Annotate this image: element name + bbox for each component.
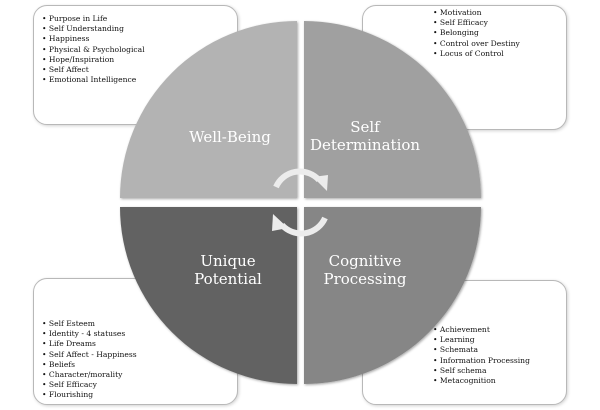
arrowhead-bottom-icon: [272, 214, 288, 231]
unique-potential-label: Unique Potential: [194, 252, 262, 288]
list-item: Metacognition: [433, 376, 566, 386]
list-item: Information Processing: [433, 356, 566, 366]
list-item: Self schema: [433, 366, 566, 376]
list-item: Belonging: [433, 28, 566, 38]
list-item: Achievement: [433, 325, 566, 335]
self-determination-label: Self Determination: [309, 118, 421, 154]
list-item: Schemata: [433, 345, 566, 355]
cognitive-processing-quadrant: [304, 207, 481, 384]
list-item: Physical & Psychological: [42, 45, 237, 55]
list-item: Character/morality: [42, 370, 237, 380]
list-item: Identity - 4 statuses: [42, 329, 237, 339]
list-item: Emotional Intelligence: [42, 75, 237, 85]
list-item: Life Dreams: [42, 339, 237, 349]
unique-potential-quadrant: [120, 207, 297, 384]
arrowhead-top-icon: [313, 175, 328, 191]
list-item: Self Understanding: [42, 24, 237, 34]
list-item: Control over Destiny: [433, 39, 566, 49]
list-item: Motivation: [433, 8, 566, 18]
list-item: Flourishing: [42, 390, 237, 400]
list-item: Hope/Inspiration: [42, 55, 237, 65]
list-item: Happiness: [42, 34, 237, 44]
cognitive-processing-label: Cognitive Processing: [323, 252, 407, 288]
cycle-arrows: [272, 168, 328, 237]
cognitive-processing-list: Achievement Learning Schemata Informatio…: [433, 325, 566, 386]
self-determination-list: Motivation Self Efficacy Belonging Contr…: [433, 8, 566, 59]
well-being-quadrant: [120, 21, 297, 201]
list-item: Learning: [433, 335, 566, 345]
list-item: Purpose in Life: [42, 14, 237, 24]
cycle-arrow-bottom-icon: [279, 216, 328, 237]
well-being-list: Purpose in Life Self Understanding Happi…: [42, 14, 237, 85]
list-item: Self Affect - Happiness: [42, 350, 237, 360]
cycle-arrow-top-icon: [273, 168, 322, 189]
list-item: Self Affect: [42, 65, 237, 75]
list-item: Self Esteem: [42, 319, 237, 329]
well-being-label: Well-Being: [189, 128, 271, 146]
list-item: Self Efficacy: [433, 18, 566, 28]
list-item: Locus of Control: [433, 49, 566, 59]
list-item: Beliefs: [42, 360, 237, 370]
list-item: Self Efficacy: [42, 380, 237, 390]
self-determination-details-box: Motivation Self Efficacy Belonging Contr…: [362, 5, 567, 130]
unique-potential-list: Self Esteem Identity - 4 statuses Life D…: [42, 319, 237, 401]
self-determination-quadrant: [304, 21, 481, 198]
